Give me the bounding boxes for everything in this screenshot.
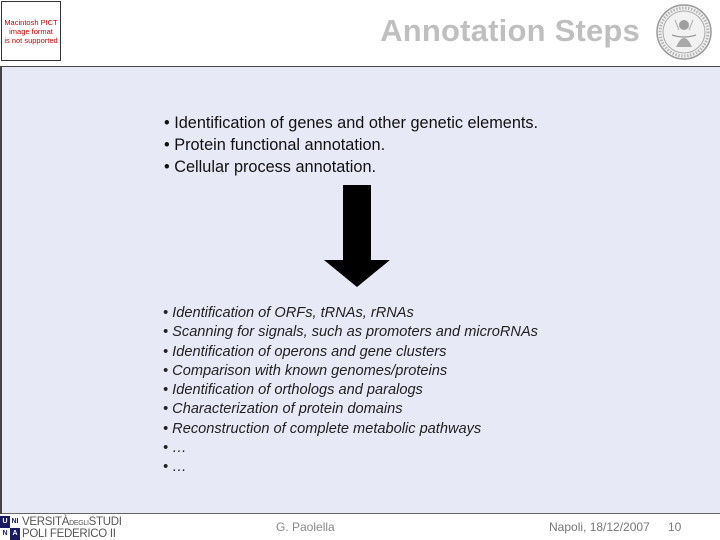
footer-place-date: Napoli, 18/12/2007 — [549, 520, 650, 534]
list-item: • Identification of operons and gene clu… — [163, 343, 447, 360]
list-item: • Characterization of protein domains — [163, 401, 403, 418]
university-seal-icon — [656, 4, 712, 60]
list-item: • Identification of orthologs and paralo… — [163, 382, 423, 399]
page-number: 10 — [668, 520, 682, 534]
logo-text-line2: POLI FEDERICO II — [22, 528, 116, 540]
logo-cell: A — [10, 528, 20, 540]
footer-author: G. Paolella — [276, 520, 335, 534]
list-item: • … — [163, 440, 187, 457]
list-item: • Protein functional annotation. — [164, 136, 386, 154]
annotation-steps-list: • Identification of ORFs, tRNAs, rRNAs •… — [163, 304, 538, 478]
slide-content-area — [0, 66, 720, 514]
placeholder-line: Macintosh PICT — [4, 17, 58, 27]
slide-footer — [0, 514, 720, 540]
logo-cell: NI — [10, 516, 20, 528]
logo-cell: U — [0, 516, 10, 528]
logo-word: STUDI — [88, 516, 122, 528]
list-item: • Identification of genes and other gene… — [164, 114, 539, 132]
list-item: • Reconstruction of complete metabolic p… — [163, 420, 482, 437]
content-left-border — [0, 66, 2, 514]
slide-title: Annotation Steps — [380, 13, 640, 48]
university-logo: U NI N A VERSITÀDEGLISTUDI POLI FEDERICO… — [0, 516, 130, 540]
list-item: • … — [163, 459, 187, 476]
placeholder-line: is not supported — [4, 35, 58, 45]
logo-text-line1: VERSITÀDEGLISTUDI — [22, 516, 122, 530]
logo-mark: U NI N A — [0, 516, 20, 540]
list-item: • Identification of ORFs, tRNAs, rRNAs — [163, 305, 414, 321]
unsupported-image-placeholder: Macintosh PICT image format is not suppo… — [1, 1, 61, 61]
list-item: • Comparison with known genomes/proteins — [163, 362, 448, 379]
list-item: • Scanning for signals, such as promoter… — [163, 324, 538, 341]
list-item: • Cellular process annotation. — [164, 158, 377, 176]
logo-word: DEGLI — [69, 520, 89, 527]
placeholder-line: image format — [9, 26, 53, 36]
logo-word: VERSITÀ — [22, 516, 70, 528]
down-arrow-icon — [324, 185, 390, 287]
logo-cell: N — [0, 528, 10, 540]
annotation-goals-list: • Identification of genes and other gene… — [164, 112, 538, 178]
